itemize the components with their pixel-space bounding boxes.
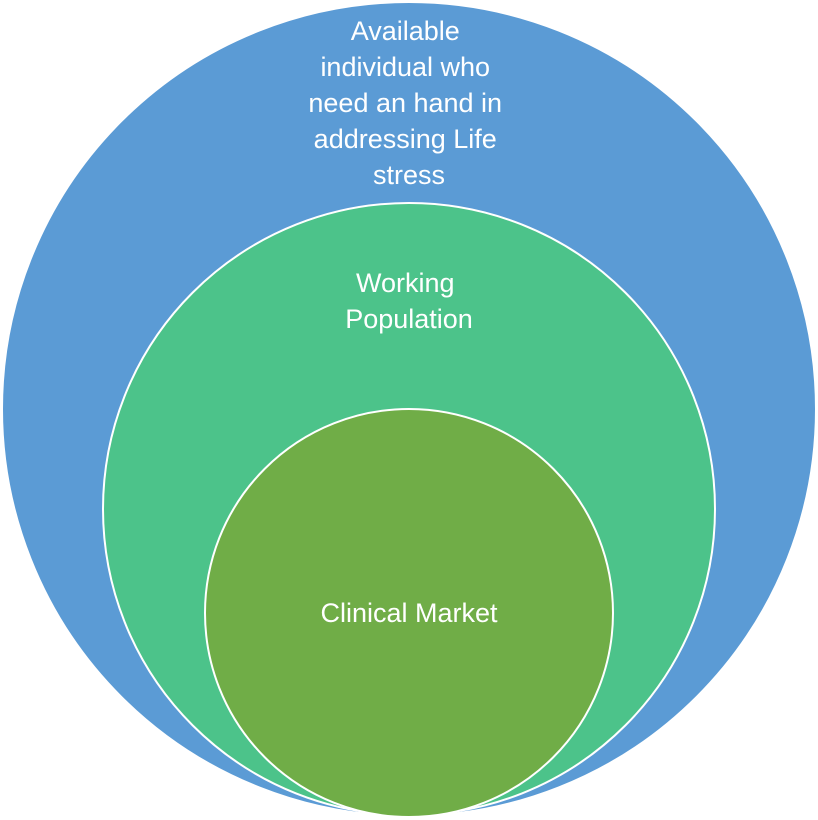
middle-label-line: Working <box>356 268 455 298</box>
inner-ring-label: Clinical Market <box>320 598 498 628</box>
outer-label-line: need an hand in <box>308 88 502 118</box>
outer-label-line: Available <box>351 16 460 46</box>
outer-ring-label: Available individual who need an hand in… <box>308 16 509 190</box>
middle-label-line: Population <box>345 304 473 334</box>
middle-ring-label: Working Population <box>345 268 473 334</box>
inner-ring: Clinical Market <box>204 408 614 818</box>
inner-label-line: Clinical Market <box>320 598 498 628</box>
outer-label-line: stress <box>373 160 445 190</box>
outer-label-line: addressing Life <box>314 124 497 154</box>
outer-label-line: individual who <box>320 52 490 82</box>
inner-circle <box>204 408 614 818</box>
